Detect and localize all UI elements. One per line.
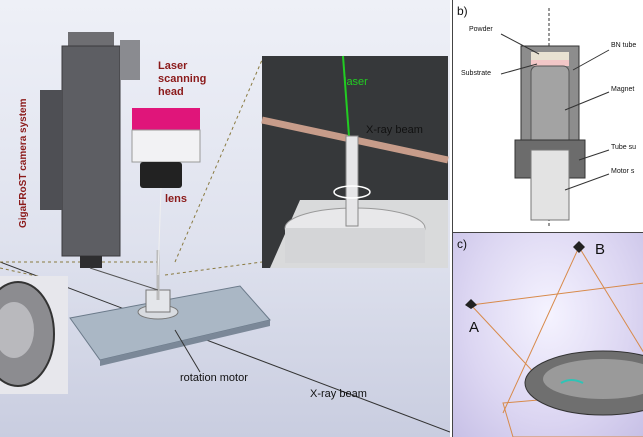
panel-b-schematic: b) Powder Substrate BN tube Magnet Tube … <box>452 0 643 233</box>
camera-system-label: GigaFRoST camera system <box>18 98 29 229</box>
xray-beam-label: X-ray beam <box>310 388 367 400</box>
rotation-motor-leader <box>174 329 201 373</box>
panel-c-drawing <box>465 241 643 437</box>
panel-a-drawing <box>0 32 450 433</box>
magnet-leader <box>564 91 610 111</box>
motor-leader <box>564 173 610 191</box>
camera-side-box <box>120 40 140 80</box>
panel-c-tag: c) <box>457 237 467 251</box>
point-b-label: B <box>595 241 606 258</box>
build-plate-edge <box>100 320 270 366</box>
magnet <box>530 65 570 151</box>
motor-label: Motor s <box>611 168 635 175</box>
camera-body <box>61 45 121 257</box>
powder-layer <box>531 52 569 60</box>
laser-path <box>157 187 162 276</box>
inset-laser-beam <box>342 55 350 137</box>
camera-top <box>68 32 114 46</box>
substrate-layer <box>531 60 569 66</box>
laser-head-body <box>131 129 201 163</box>
eye-a-icon <box>465 299 477 309</box>
substrate-leader <box>500 63 538 75</box>
bn-tube-leader <box>572 49 610 71</box>
rotation-motor-label: rotation motor <box>180 372 248 384</box>
inset-stage-body <box>285 228 425 263</box>
powder-leader <box>500 33 540 55</box>
point-a-label: A <box>469 319 480 336</box>
tube-support-leader <box>578 149 610 161</box>
laser-scanning-head-label: Laser scanning head <box>158 60 207 98</box>
ray-b-left <box>502 246 580 414</box>
panel-c-reconstruction: c) B A <box>452 233 643 437</box>
inset-laser-label: laser <box>344 76 368 88</box>
sample-surface <box>543 359 643 399</box>
lens-body <box>140 162 182 188</box>
laser-head-top <box>132 108 200 130</box>
powder-label: Powder <box>469 26 493 33</box>
magnet-label: Magnet <box>611 86 635 93</box>
eye-b-icon <box>573 241 585 253</box>
motor-shaft <box>530 149 570 221</box>
inset-xray-label: X-ray beam <box>366 124 423 136</box>
xray-beam-line <box>0 261 450 433</box>
substrate-label: Substrate <box>461 70 491 77</box>
camera-side-panel <box>40 90 62 210</box>
panel-a-setup: GigaFRoST camera system Laser scanning h… <box>0 0 450 437</box>
camera-nozzle <box>80 256 102 268</box>
ray-b-right <box>578 246 643 353</box>
left-sample-core <box>0 302 34 358</box>
dashed-guide-line-3 <box>174 59 263 263</box>
dashed-guide-line-2 <box>164 261 263 276</box>
ray-a-top <box>470 282 643 306</box>
melt-track <box>560 379 584 384</box>
panel-b-tag: b) <box>457 4 468 18</box>
inset-rotation-arrow <box>333 185 371 199</box>
panel-b-drawing <box>500 8 610 228</box>
optical-path <box>89 267 159 291</box>
tube-support-label: Tube su <box>611 144 637 151</box>
inset-sample-rod <box>345 135 359 227</box>
bn-tube-label: BN tube <box>611 42 637 49</box>
lens-label: lens <box>165 193 188 205</box>
